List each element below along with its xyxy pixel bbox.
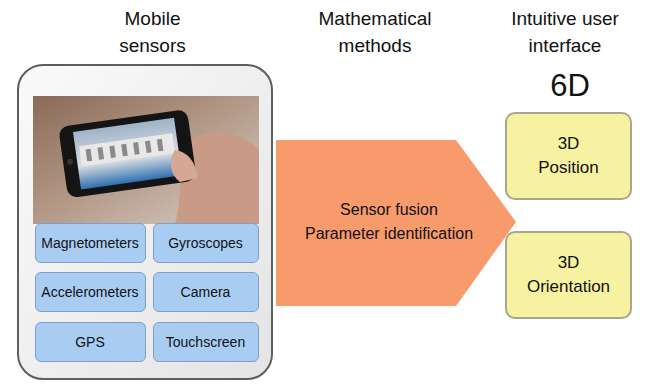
sensor-box: Camera	[153, 272, 259, 312]
column-heading: Mathematical methods	[305, 5, 445, 59]
sensor-name: Magnetometers	[41, 235, 138, 251]
sensor-box: Magnetometers	[35, 223, 146, 263]
sensor-name: Accelerometers	[41, 284, 138, 300]
phone-outline: Mobile sensorsMagnetometersGyroscopesAcc…	[17, 64, 273, 380]
phone-body	[19, 66, 271, 378]
arrow-shape	[276, 140, 516, 306]
photo	[33, 96, 259, 224]
sensor-name: GPS	[75, 334, 105, 350]
process-arrow: Mathematical methodsSensor fusion Parame…	[276, 140, 516, 306]
sensor-box: Accelerometers	[35, 272, 146, 312]
sensor-name: Touchscreen	[166, 334, 245, 350]
sensor-box: Touchscreen	[153, 322, 259, 362]
arrow-polygon	[276, 140, 516, 306]
output-text: 3D Orientation	[523, 251, 615, 299]
arrow-text: Sensor fusion Parameter identification	[302, 198, 476, 246]
sensor-name: Gyroscopes	[168, 235, 243, 251]
dimension-label: 6D	[530, 68, 610, 104]
column-heading: Mobile sensors	[105, 5, 201, 59]
sensor-name: Camera	[181, 284, 231, 300]
output-text: 3D Position	[534, 132, 604, 180]
output-box: 3D Position	[505, 112, 632, 200]
column-heading: Intuitive user interface	[495, 5, 635, 59]
sensor-box: Gyroscopes	[153, 223, 259, 263]
sensor-box: GPS	[35, 322, 146, 362]
thumb	[171, 150, 198, 182]
output-box: 3D Orientation	[505, 231, 632, 319]
